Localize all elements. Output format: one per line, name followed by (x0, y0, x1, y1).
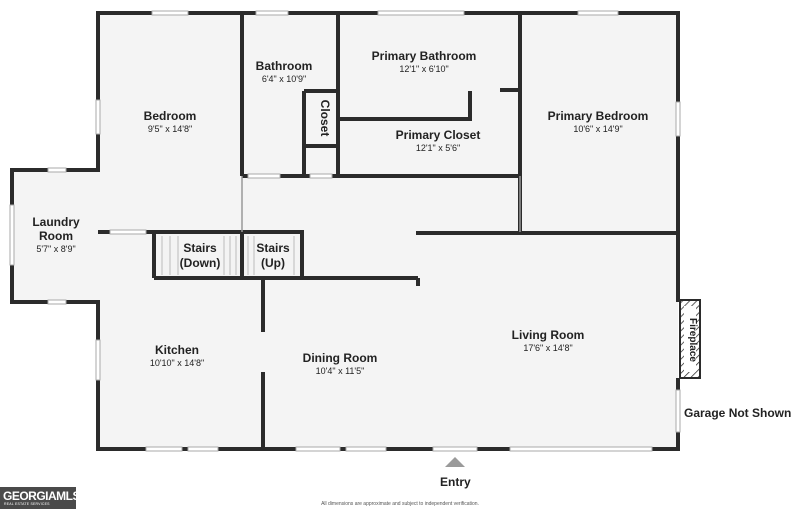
stairs-up-line1: Stairs (256, 241, 290, 255)
stair-treads (161, 236, 295, 275)
windows (9, 10, 681, 452)
kitchen-name: Kitchen (155, 343, 199, 357)
primary-bathroom-name: Primary Bathroom (372, 49, 477, 63)
logo-sub-text: REAL ESTATE SERVICES (4, 502, 50, 506)
laundry-floor (12, 170, 98, 302)
laundry-dim: 5'7" x 8'9" (36, 244, 75, 254)
laundry-name-line1: Laundry (32, 215, 80, 229)
stairs-down-line2: (Down) (180, 256, 221, 270)
bedroom-name: Bedroom (144, 109, 197, 123)
stairs-up-line2: (Up) (261, 256, 285, 270)
kitchen-dim: 10'10" x 14'8" (150, 358, 204, 368)
fireplace (679, 299, 701, 379)
laundry-name-line2: Room (39, 229, 73, 243)
dining-room-name: Dining Room (303, 351, 378, 365)
living-room-dim: 17'6" x 14'8" (523, 343, 572, 353)
primary-closet-dim: 12'1" x 5'6" (416, 143, 460, 153)
bathroom-name: Bathroom (256, 59, 313, 73)
disclaimer-text: All dimensions are approximate and subje… (321, 501, 479, 507)
entry-arrow-icon (445, 457, 465, 467)
thin-partitions (241, 176, 521, 232)
dining-room-dim: 10'4" x 11'5" (316, 366, 365, 376)
primary-bedroom-dim: 10'6" x 14'9" (573, 124, 622, 134)
bathroom-dim: 6'4" x 10'9" (262, 74, 306, 84)
living-room-name: Living Room (512, 328, 585, 342)
bedroom-dim: 9'5" x 14'8" (148, 124, 192, 134)
primary-bathroom-dim: 12'1" x 6'10" (399, 64, 448, 74)
primary-bedroom-name: Primary Bedroom (548, 109, 649, 123)
georgia-mls-logo: GEORGIAMLS REAL ESTATE SERVICES (0, 487, 81, 509)
primary-closet-name: Primary Closet (396, 128, 481, 142)
stairs-down-line1: Stairs (183, 241, 217, 255)
logo-main-text: GEORGIAMLS (3, 489, 81, 503)
entry-door (432, 446, 478, 452)
garage-not-shown-label: Garage Not Shown (684, 406, 792, 420)
closet-name: Closet (318, 100, 332, 137)
entry-label: Entry (440, 475, 471, 489)
fireplace-label: Fireplace (687, 318, 698, 362)
